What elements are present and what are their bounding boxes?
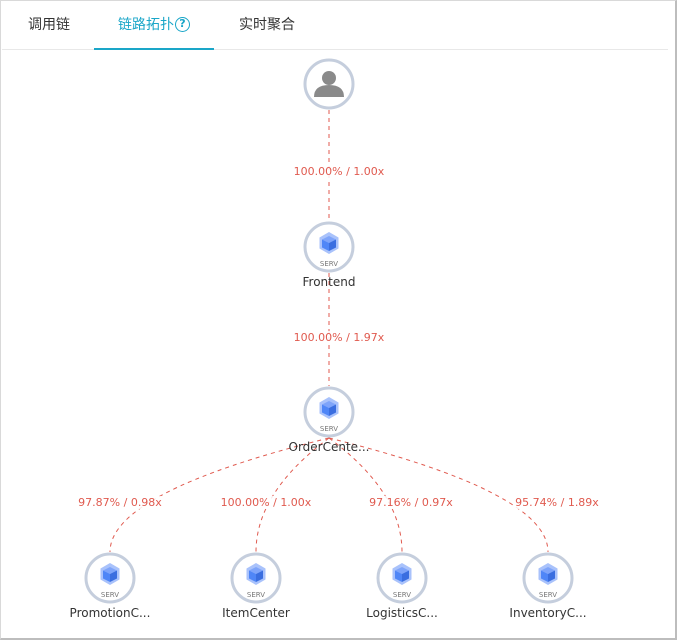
node-promotion[interactable]: SERV xyxy=(84,552,136,604)
service-cube-icon xyxy=(538,563,558,585)
service-cube-icon xyxy=(319,397,339,419)
node-label-frontend[interactable]: Frontend xyxy=(302,275,356,289)
node-item[interactable]: SERV xyxy=(230,552,282,604)
node-type-label: SERV xyxy=(101,591,119,599)
edge-label-order-inventory: 95.74% / 1.89x xyxy=(514,496,600,509)
node-inventory[interactable]: SERV xyxy=(522,552,574,604)
tab-realtime-aggregation-label: 实时聚合 xyxy=(239,17,295,33)
node-logistics[interactable]: SERV xyxy=(376,552,428,604)
edge-order-inventory xyxy=(328,437,549,553)
service-cube-icon xyxy=(246,563,266,585)
service-cube-icon xyxy=(100,563,120,585)
tab-realtime-aggregation[interactable]: 实时聚合 xyxy=(228,2,306,50)
node-label-promotion[interactable]: PromotionC... xyxy=(69,606,151,620)
edge-label-order-item: 100.00% / 1.00x xyxy=(219,496,313,509)
node-label-inventory[interactable]: InventoryC... xyxy=(509,606,587,620)
edge-order-promotion xyxy=(109,437,330,553)
node-label-item[interactable]: ItemCenter xyxy=(222,606,290,620)
node-type-label: SERV xyxy=(320,425,338,433)
node-user[interactable] xyxy=(303,58,355,110)
user-icon xyxy=(314,71,344,97)
edge-label-user-frontend: 100.00% / 1.00x xyxy=(292,165,386,178)
tab-call-chain-label: 调用链 xyxy=(28,17,70,33)
edge-label-order-promotion: 97.87% / 0.98x xyxy=(77,496,163,509)
service-cube-icon xyxy=(392,563,412,585)
service-cube-icon xyxy=(319,232,339,254)
node-frontend[interactable]: SERV xyxy=(303,221,355,273)
node-type-label: SERV xyxy=(320,260,338,268)
tab-call-chain[interactable]: 调用链 xyxy=(16,2,82,50)
tab-link-topology-label: 链路拓扑 xyxy=(118,17,174,33)
node-type-label: SERV xyxy=(393,591,411,599)
tab-bar: 调用链 链路拓扑? 实时聚合 xyxy=(2,2,668,50)
edge-label-order-logistics: 97.16% / 0.97x xyxy=(368,496,454,509)
edge-label-frontend-order: 100.00% / 1.97x xyxy=(292,331,386,344)
node-type-label: SERV xyxy=(247,591,265,599)
help-icon[interactable]: ? xyxy=(175,16,190,32)
node-order[interactable]: SERV xyxy=(303,386,355,438)
tab-link-topology[interactable]: 链路拓扑? xyxy=(94,2,214,50)
node-label-order[interactable]: OrderCente... xyxy=(288,440,370,454)
node-type-label: SERV xyxy=(539,591,557,599)
node-label-logistics[interactable]: LogisticsC... xyxy=(366,606,438,620)
